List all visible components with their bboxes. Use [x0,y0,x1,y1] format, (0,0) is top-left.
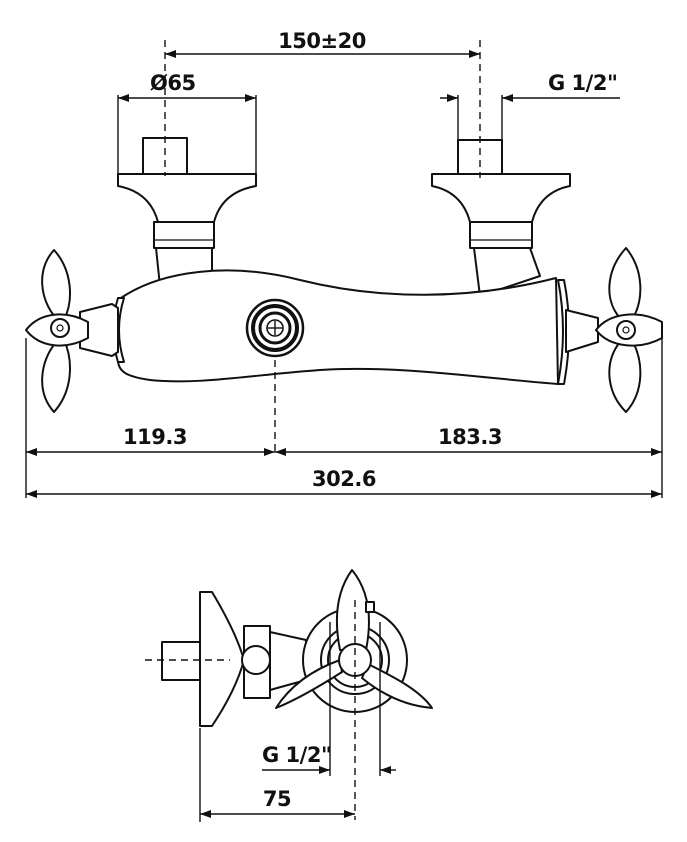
side-view-dimensions: G 1/2" 75 [199,728,396,822]
right-cross-handle [595,247,663,413]
left-eccentric-connector [117,137,257,287]
dim-outlet-to-right: 183.3 [438,425,502,449]
shower-outlet [245,298,305,358]
mixer-body [117,269,559,385]
side-inlet-pipe [161,641,201,681]
right-end-cap [557,279,570,385]
front-view-dimensions: 150±20 Ø65 G 1/2" 119.3 183.3 302.6 [25,29,663,498]
dim-overall-width: 302.6 [312,467,376,491]
side-view [145,569,433,820]
dim-eccentric-diameter: Ø65 [150,71,196,95]
left-cross-handle [25,249,89,413]
right-handle-nut [565,309,599,353]
dim-outlet-thread-side: G 1/2" [262,743,331,767]
dim-left-to-outlet: 119.3 [123,425,187,449]
side-wall-flange [199,591,245,727]
right-eccentric-connector [431,139,571,297]
dim-inlet-thread-top: G 1/2" [548,71,617,95]
dim-inlet-spacing: 150±20 [278,29,366,53]
front-view [25,40,663,456]
dim-depth: 75 [263,787,291,811]
left-handle-nut [79,303,119,357]
